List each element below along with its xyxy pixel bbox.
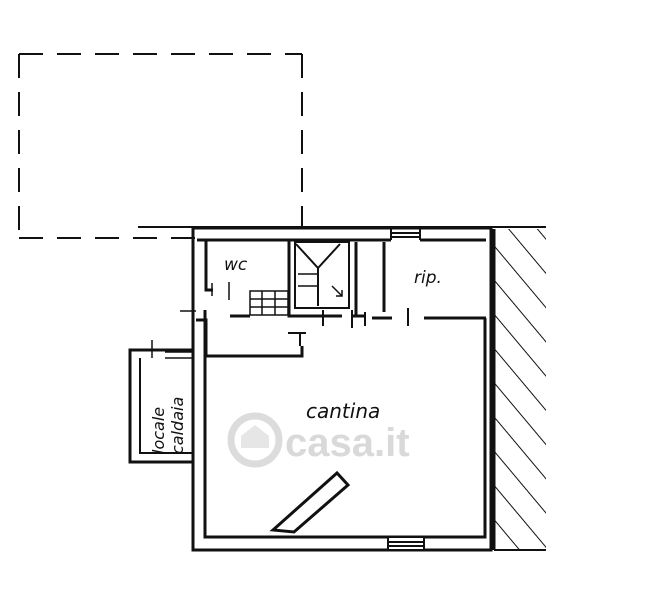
watermark-text: casa.it — [285, 421, 410, 465]
room-label-rip: rip. — [414, 268, 442, 288]
room-label-caldaia: caldaia — [168, 397, 187, 454]
stair-steps — [249, 290, 289, 316]
watermark: casa.it — [227, 412, 410, 468]
window-bottom — [387, 536, 425, 551]
room-label-cantina: cantina — [306, 399, 380, 423]
window-top — [390, 229, 421, 240]
room-label-wc: wc — [224, 255, 248, 275]
walls — [128, 226, 493, 552]
hatched-terrain — [492, 229, 546, 551]
house-logo-icon — [227, 412, 283, 468]
dashed-outline — [18, 53, 303, 239]
room-label-locale: locale — [149, 407, 168, 454]
